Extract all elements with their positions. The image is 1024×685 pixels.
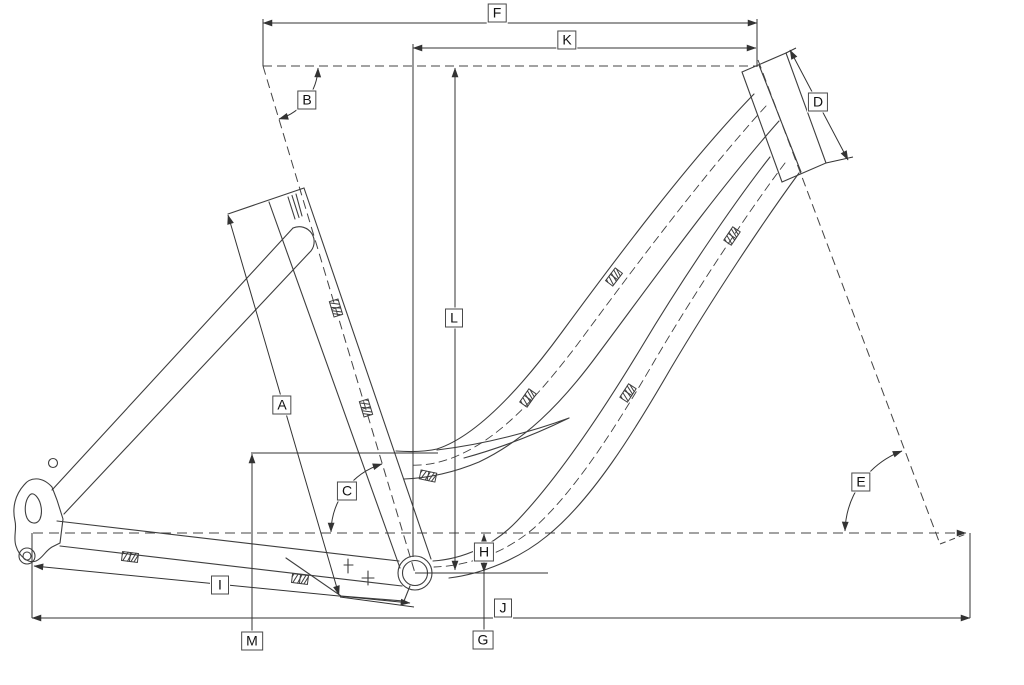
top-tube bbox=[395, 93, 780, 480]
dropout-slot bbox=[24, 493, 42, 524]
dim-label-f: F bbox=[487, 3, 507, 23]
fork-foot-dashed-line bbox=[939, 533, 967, 545]
dim-label-g: G bbox=[472, 630, 494, 650]
top-tube-centerline bbox=[409, 105, 767, 466]
seat-stay-cap bbox=[292, 226, 315, 254]
seat-tube-axis-dashed-line bbox=[262, 65, 416, 574]
dim-label-j: J bbox=[494, 598, 512, 618]
dim-label-b: B bbox=[297, 90, 317, 110]
bike-frame bbox=[13, 52, 827, 602]
construction-lines bbox=[33, 59, 967, 574]
dim-label-e: E bbox=[851, 472, 871, 492]
tube-fold-line bbox=[436, 417, 570, 459]
dim-label-k: K bbox=[557, 30, 577, 50]
rear-dropout bbox=[13, 457, 64, 565]
chain-stay bbox=[56, 520, 403, 587]
dim-ext-D-bottom bbox=[825, 156, 854, 164]
down-tube-centerline bbox=[433, 162, 786, 568]
head-tube bbox=[741, 52, 827, 183]
down-tube bbox=[432, 156, 800, 579]
dim-label-a: A bbox=[272, 395, 292, 415]
derailleur-hanger-hole bbox=[18, 547, 36, 565]
seat-clamp-slot bbox=[287, 193, 303, 220]
kickstand-bolt bbox=[343, 558, 354, 574]
stay-bolt bbox=[47, 457, 59, 469]
dimension-lines bbox=[31, 19, 971, 631]
dim-label-h: H bbox=[473, 542, 495, 562]
dim-label-m: M bbox=[241, 631, 263, 651]
dim-ext-D-top bbox=[785, 47, 797, 54]
mounting-bosses bbox=[120, 226, 741, 585]
dim-label-i: I bbox=[211, 575, 229, 595]
dim-label-d: D bbox=[807, 92, 829, 112]
seat-tube bbox=[227, 187, 432, 569]
seat-stay bbox=[51, 226, 315, 515]
dim-label-c: C bbox=[336, 481, 358, 501]
dim-label-l: L bbox=[445, 308, 463, 328]
